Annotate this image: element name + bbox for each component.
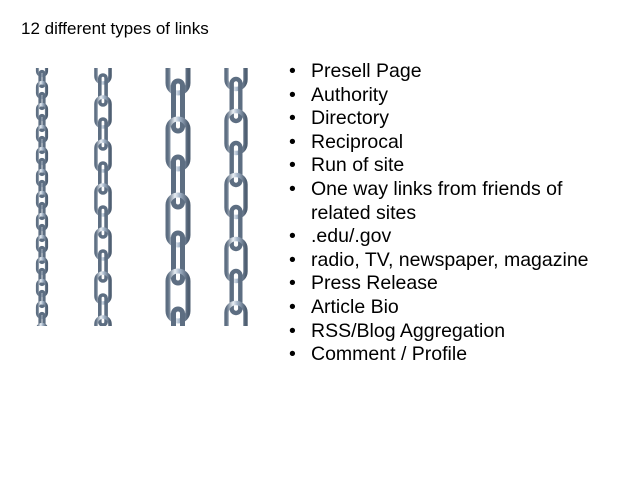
chain-link xyxy=(38,179,46,199)
chain-link xyxy=(94,139,112,173)
list-item-reciprocal: Reciprocal xyxy=(287,131,607,155)
list-item-one-way-links: One way links from friends of related si… xyxy=(287,178,607,225)
link-types-list: Presell Page Authority Directory Recipro… xyxy=(287,60,607,367)
chain-link xyxy=(35,190,49,210)
chain-link xyxy=(98,73,108,107)
chain-link xyxy=(35,68,49,78)
chain-link xyxy=(165,192,191,248)
chain-strand-1 xyxy=(35,68,49,326)
chain-strand-4 xyxy=(224,68,248,326)
list-item-comment-profile: Comment / Profile xyxy=(287,343,607,367)
chain-link xyxy=(38,245,46,265)
chain-link xyxy=(35,146,49,166)
chain-link xyxy=(35,300,49,320)
chain-link xyxy=(35,278,49,298)
chain-link xyxy=(35,124,49,144)
list-item-directory: Directory xyxy=(287,107,607,131)
list-item-media: radio, TV, newspaper, magazine xyxy=(287,249,607,273)
chain-link xyxy=(94,68,112,85)
list-item-edu-gov: .edu/.gov xyxy=(287,225,607,249)
chains-image xyxy=(35,68,248,326)
list-item-authority: Authority xyxy=(287,84,607,108)
chain-link xyxy=(224,236,248,284)
chain-link xyxy=(38,157,46,177)
chain-link xyxy=(38,135,46,155)
chain-link xyxy=(38,223,46,243)
chain-link xyxy=(171,78,185,134)
chain-link xyxy=(98,249,108,283)
list-item-press-release: Press Release xyxy=(287,272,607,296)
chain-link xyxy=(94,271,112,305)
chain-link xyxy=(229,204,243,252)
list-item-rss-blog: RSS/Blog Aggregation xyxy=(287,320,607,344)
list-item-presell-page: Presell Page xyxy=(287,60,607,84)
chain-link xyxy=(38,91,46,111)
chain-link xyxy=(35,102,49,122)
chain-link xyxy=(94,183,112,217)
chain-link xyxy=(38,267,46,287)
chain-link xyxy=(38,69,46,89)
chain-link xyxy=(35,256,49,276)
chain-link xyxy=(171,154,185,210)
slide-title: 12 different types of links xyxy=(21,19,209,38)
chain-link xyxy=(224,300,248,326)
chain-link xyxy=(171,230,185,286)
chain-link xyxy=(165,268,191,324)
chain-link xyxy=(165,116,191,172)
chain-link xyxy=(229,268,243,316)
chain-link xyxy=(94,95,112,129)
list-item-article-bio: Article Bio xyxy=(287,296,607,320)
chain-link xyxy=(98,161,108,195)
chain-link xyxy=(38,113,46,133)
chain-link xyxy=(94,315,112,326)
chain-link xyxy=(171,306,185,326)
chain-link xyxy=(38,201,46,221)
chain-link xyxy=(35,168,49,188)
chain-link xyxy=(38,289,46,309)
chain-link xyxy=(229,76,243,124)
chain-strands xyxy=(35,68,248,326)
chain-link xyxy=(94,227,112,261)
chain-link xyxy=(224,108,248,156)
chain-link xyxy=(165,68,191,96)
chain-link xyxy=(98,117,108,151)
chain-link xyxy=(38,311,46,326)
chain-link xyxy=(224,68,248,92)
chain-link xyxy=(98,293,108,326)
chain-link xyxy=(35,234,49,254)
chain-link xyxy=(35,212,49,232)
chain-strand-2 xyxy=(94,68,112,326)
chain-link xyxy=(36,322,48,326)
chain-link xyxy=(229,140,243,188)
chain-link xyxy=(224,172,248,220)
list-item-run-of-site: Run of site xyxy=(287,154,607,178)
chain-link xyxy=(35,80,49,100)
chain-link xyxy=(98,205,108,239)
chain-strand-3 xyxy=(165,68,191,326)
